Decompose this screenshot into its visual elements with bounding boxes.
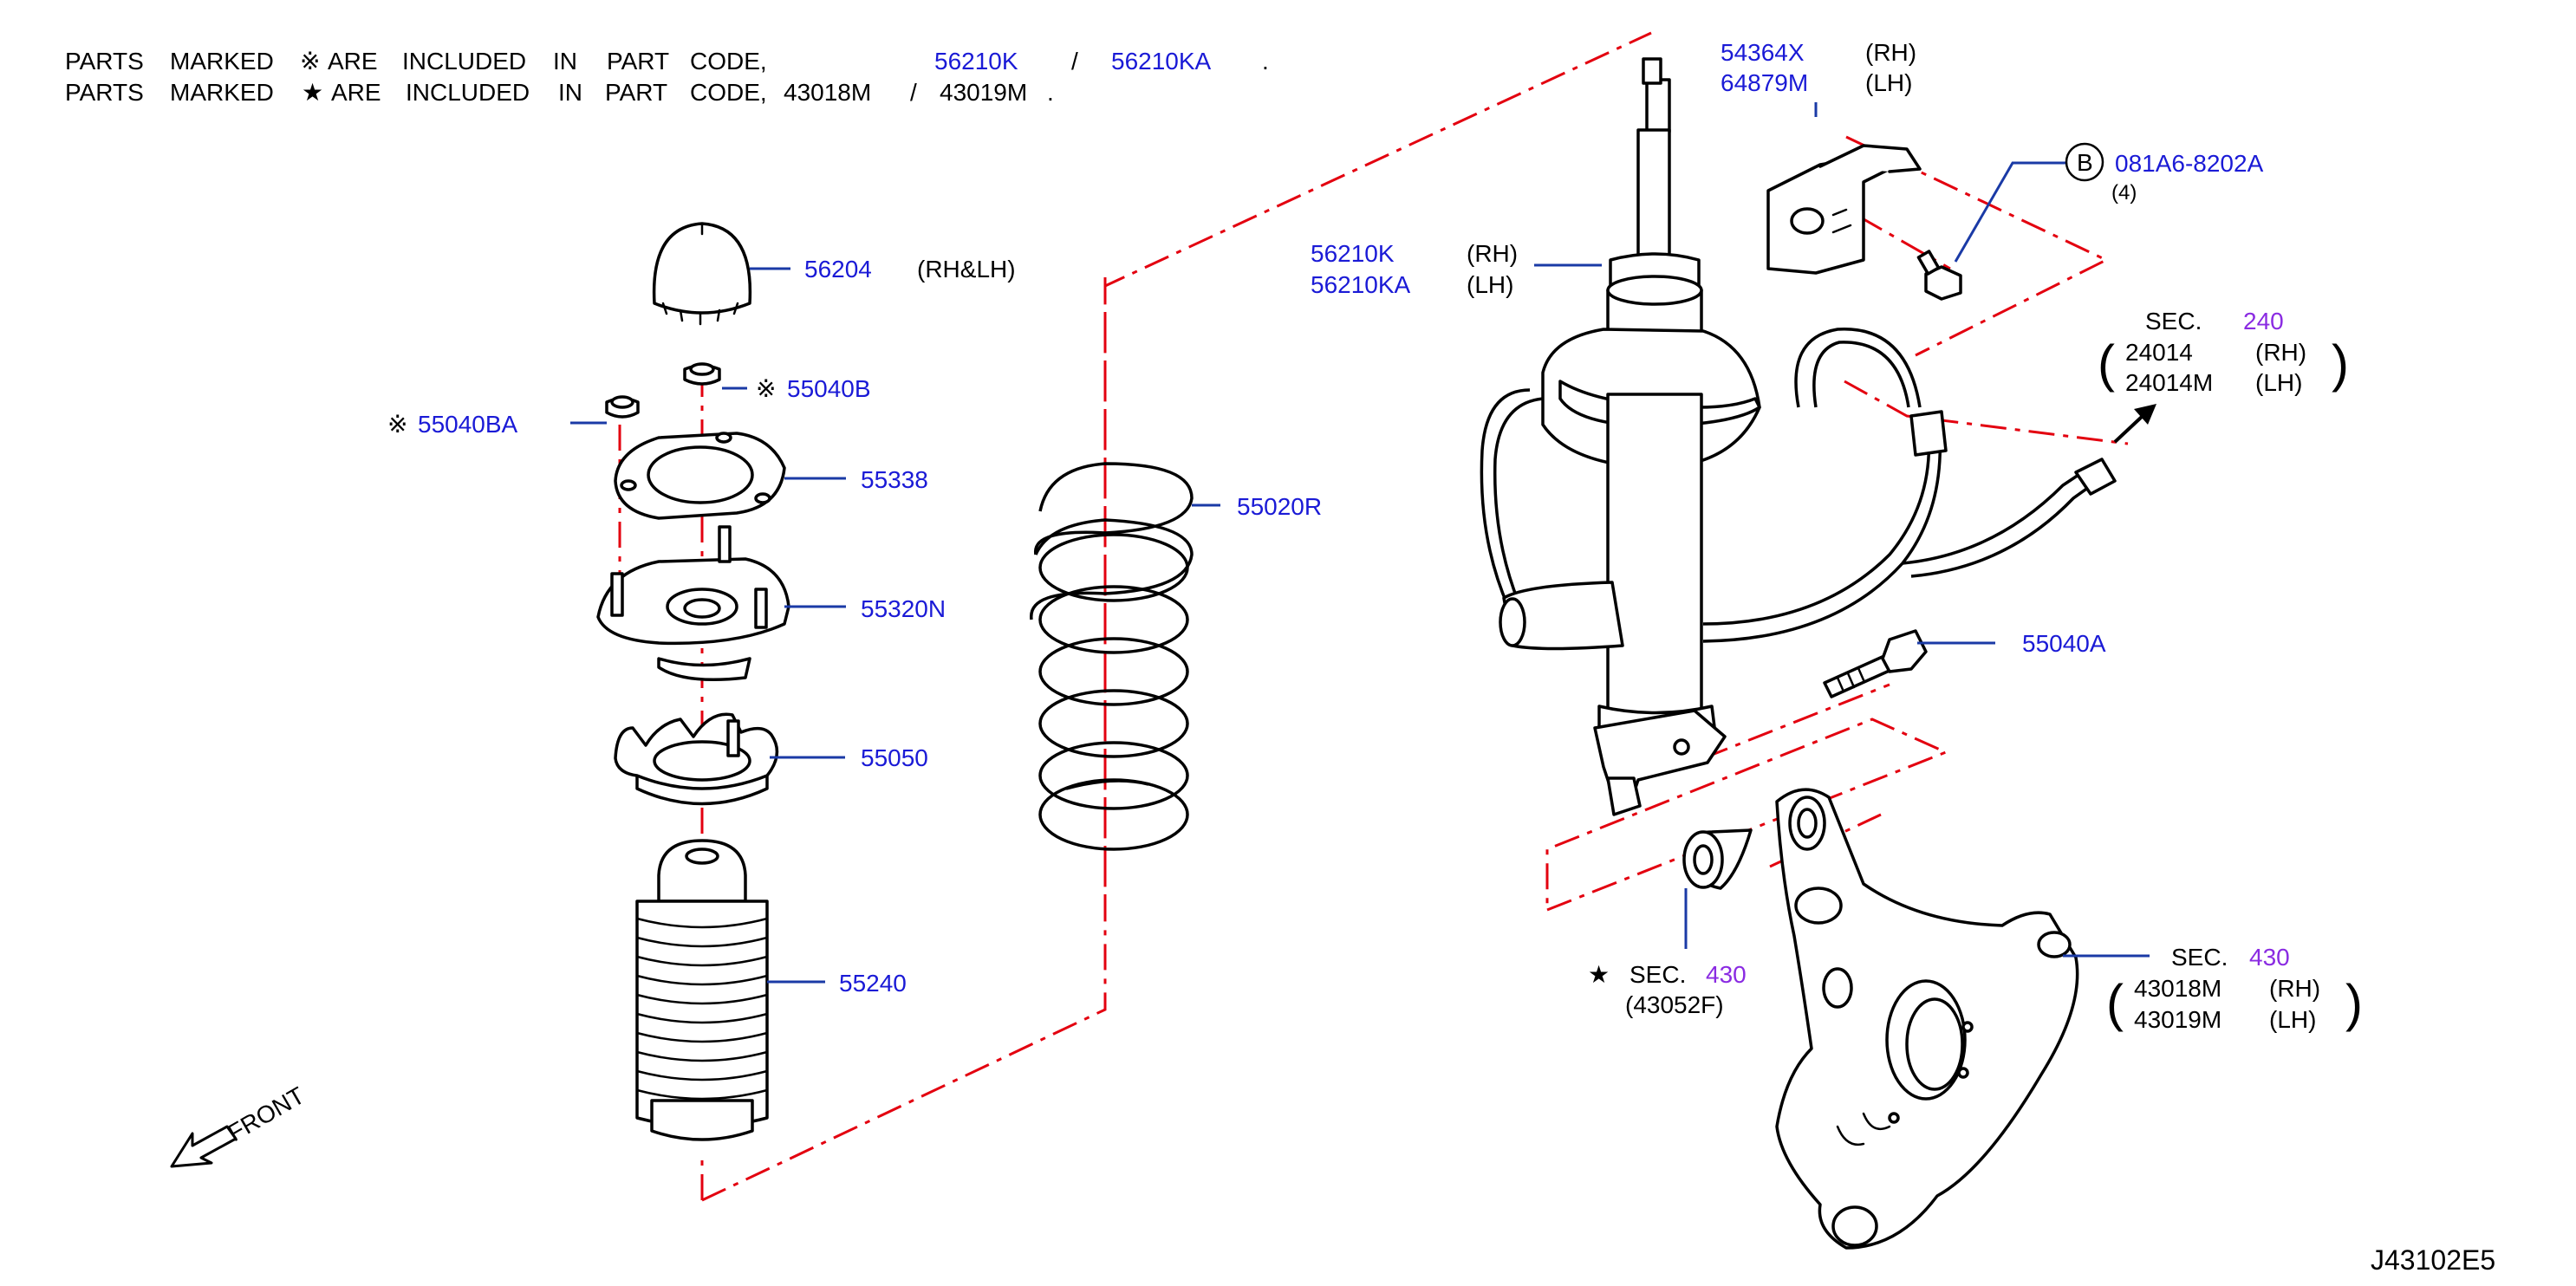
header-part-code: 43018M [784,79,871,106]
star-mark: ★ [1588,961,1610,988]
strut-assembly-56210K[interactable] [1480,57,2117,816]
section-label: SEC. [2171,944,2228,971]
header-word: CODE, [690,79,767,106]
star-mark: ★ [302,79,323,106]
part-number-55240[interactable]: 55240 [839,970,907,997]
side-lh: (LH) [2255,369,2302,396]
front-arrow-icon [170,1125,237,1168]
header-word: PARTS [65,48,144,75]
bolt-081A6-8202A[interactable] [1916,250,1962,301]
header-word: IN [558,79,582,106]
part-number-64879M[interactable]: 64879M [1721,69,1808,96]
header-word: MARKED [170,79,274,106]
section-number-430[interactable]: 430 [1706,961,1747,988]
header-period: . [1047,79,1054,106]
header-word: PARTS [65,79,144,106]
plate-55338[interactable] [614,432,786,520]
diagram-code: J43102E5 [2371,1244,2495,1276]
bracket-close: ) [2345,974,2363,1032]
part-number-43018M: 43018M [2134,975,2221,1002]
header-word: PART [605,79,667,106]
bolt-55040A[interactable] [1823,629,1928,698]
bolt-55040A-line [1702,683,1890,760]
header-word: INCLUDED [402,48,526,75]
leader-lines [570,102,2150,984]
bracket-54364X[interactable] [1766,144,1922,275]
part-number-55040B[interactable]: 55040B [787,375,871,402]
section-label: SEC. [2145,308,2202,334]
side-rh: (RH) [1865,39,1916,66]
quantity-note: (4) [2111,181,2137,205]
bolt-b-line [1858,215,1951,270]
sec240-direction-arrow [2113,404,2156,444]
header-notes: PARTS MARKED ※ ARE INCLUDED IN PART CODE… [65,48,1269,106]
steering-knuckle-43018M[interactable] [1775,788,2079,1250]
part-number-56204[interactable]: 56204 [804,256,872,283]
header-word: INCLUDED [406,79,530,106]
side-lh: (LH) [1467,271,1513,298]
callout-labels: 56204 (RH&LH) ※ 55040B ※ 55040BA 55338 5… [224,39,2496,1276]
side-lh: (LH) [2269,1006,2316,1033]
side-rh: (RH) [2255,339,2306,366]
part-number-55040BA[interactable]: 55040BA [418,411,518,438]
part-number-43019M: 43019M [2134,1006,2221,1033]
header-slash: / [1071,48,1078,75]
part-number-55050[interactable]: 55050 [861,744,928,771]
side-rh: (RH) [1467,240,1518,267]
header-word: IN [553,48,577,75]
bushing-43052F[interactable] [1682,828,1753,890]
bolt-ref-letter: B [2077,149,2093,176]
part-number-24014M: 24014M [2125,369,2213,396]
side-lh: (LH) [1865,69,1912,96]
header-word: ARE [328,48,378,75]
side-rh: (RH) [2269,975,2320,1002]
bump-stopper-55240[interactable] [635,839,769,1141]
part-number-56210K[interactable]: 56210K [1311,240,1395,267]
harness-connector-line [1844,380,2129,445]
dust-cap-56204[interactable] [652,222,752,326]
reference-mark: ※ [387,411,407,438]
bracket-open: ( [2098,334,2115,393]
header-slash: / [910,79,917,106]
part-number-43052F: (43052F) [1625,991,1724,1018]
header-word: ARE [331,79,381,106]
side-note: (RH&LH) [917,256,1016,283]
part-number-55020R[interactable]: 55020R [1237,493,1322,520]
section-number-240[interactable]: 240 [2243,308,2284,334]
part-number-54364X[interactable]: 54364X [1721,39,1805,66]
header-part-code[interactable]: 56210K [934,48,1018,75]
section-number-430[interactable]: 430 [2249,944,2290,971]
reference-mark: ※ [300,48,320,75]
part-number-55040A[interactable]: 55040A [2022,630,2106,657]
header-word: MARKED [170,48,274,75]
nut-55040B[interactable] [683,362,721,386]
lower-mount-box [1545,718,1949,912]
part-number-081A6-8202A[interactable]: 081A6-8202A [2115,150,2264,177]
nut-55040BA[interactable] [605,395,640,419]
part-number-55320N[interactable]: 55320N [861,595,946,622]
bump-stop-seat-55050[interactable] [614,712,779,806]
bracket-close: ) [2332,334,2349,393]
mount-insulator-55320N[interactable] [596,525,790,682]
coil-spring-55020R[interactable] [1030,462,1194,851]
front-label: FRONT [224,1081,309,1146]
spring-envelope-line [701,31,1652,1202]
section-label: SEC. [1630,961,1686,988]
header-part-code[interactable]: 56210KA [1111,48,1212,75]
header-part-code: 43019M [940,79,1027,106]
part-number-55338[interactable]: 55338 [861,466,928,493]
bolt-ref-circle [2065,142,2104,182]
part-number-24014: 24014 [2125,339,2193,366]
bracket-open: ( [2106,974,2124,1032]
reference-mark: ※ [756,375,776,402]
header-word: PART [607,48,669,75]
header-period: . [1262,48,1269,75]
part-number-56210KA[interactable]: 56210KA [1311,271,1411,298]
header-word: CODE, [690,48,767,75]
